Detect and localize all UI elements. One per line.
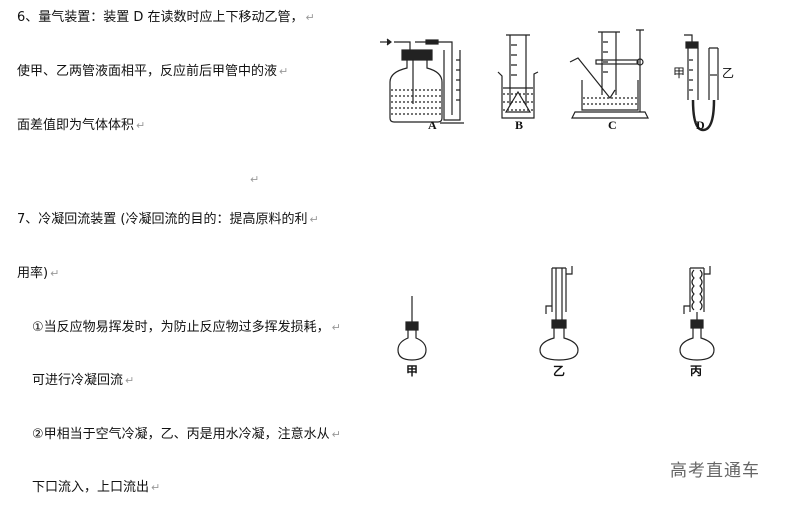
apparatus-d-diagram [684,34,719,132]
text-line: ②甲相当于空气冷凝，乙、丙是用水冷凝，注意水从↵ [32,427,341,442]
flask-label-bing: 丙 [690,364,703,378]
figure-label-a: A [428,118,437,132]
empty-paragraph-mark: ↵ [250,173,260,186]
gas-measuring-apparatus-figure [380,29,719,132]
text-line: 6、量气装置：装置 D 在读数时应上下移动乙管，↵ [17,10,315,25]
figure-label-b: B [515,118,524,132]
flask-yi-water-condenser [539,266,579,361]
figure-label-d: D [696,118,705,132]
reflux-apparatus-figure [397,266,715,361]
flask-bing-bulb-condenser [679,266,715,361]
text-line: 7、冷凝回流装置 (冷凝回流的目的：提高原料的利↵ [17,212,319,227]
flask-label-jia: 甲 [406,364,419,378]
text-line: 面差值即为气体体积↵ [17,118,146,133]
text-line: 用率)↵ [17,266,60,281]
text-line: ①当反应物易挥发时，为防止反应物过多挥发损耗，↵ [32,320,341,335]
figure-label-c: C [608,118,617,132]
flask-label-yi: 乙 [553,364,566,378]
watermark: 高考直通车 [670,461,760,481]
tube-label-yi: 乙 [722,66,735,80]
text-line: 下口流入，上口流出↵ [32,480,161,495]
text-line: 使甲、乙两管液面相平，反应前后甲管中的液↵ [17,64,289,79]
apparatus-b-diagram [497,34,539,119]
apparatus-c-diagram [569,29,649,119]
apparatus-a-diagram [380,38,464,124]
tube-label-jia: 甲 [673,66,686,80]
flask-jia-air-condenser [397,296,427,361]
text-line: 可进行冷凝回流↵ [32,373,135,388]
